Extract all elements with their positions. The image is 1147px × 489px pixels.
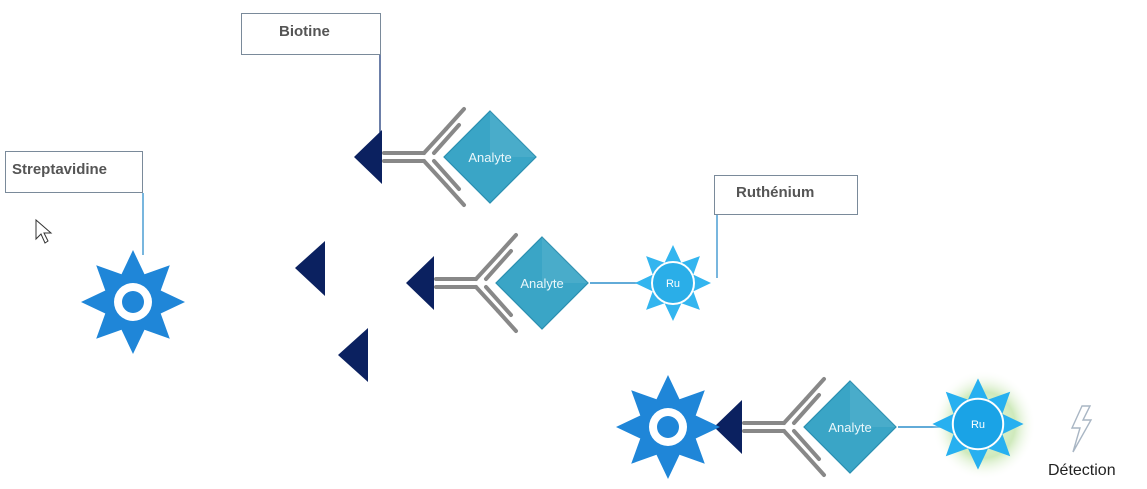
streptavidin-core — [657, 416, 679, 438]
antibody — [742, 377, 826, 477]
biotin-triangle — [354, 130, 382, 184]
ruthenium-label-mid: Ru — [635, 245, 711, 321]
analyte-text: Analyte — [828, 420, 871, 435]
antibody — [382, 107, 466, 207]
biotine-label: Biotine — [279, 23, 330, 40]
callout-lines — [142, 55, 718, 278]
analyte-text: Analyte — [520, 276, 563, 291]
antibody — [434, 233, 518, 333]
cursor-icon — [35, 218, 53, 244]
streptavidin-core — [122, 291, 144, 313]
ruthenium-text: Ru — [666, 278, 680, 290]
analyte-diamond — [803, 380, 897, 474]
ruthenium-core — [951, 397, 1005, 451]
analyte-diamond — [443, 110, 537, 204]
ruthenium-label: Ruthénium — [736, 184, 815, 201]
detection-label: Détection — [1048, 462, 1116, 479]
streptavidine-label: Streptavidine — [12, 161, 108, 178]
biotin-triangle — [406, 256, 434, 310]
streptavidine-bound — [616, 375, 720, 479]
complex-mid: Analyte — [406, 233, 589, 333]
biotin-free-2 — [338, 328, 368, 382]
analyte-text: Analyte — [468, 150, 511, 165]
complex-bottom: Analyte — [714, 377, 897, 477]
biotine-callout: Biotine — [241, 13, 381, 55]
biotin-free-1 — [295, 241, 325, 296]
ruthenium-core — [651, 261, 695, 305]
ruthenium-label-bottom: Ru — [932, 378, 1024, 470]
ruthenium-callout: Ruthénium — [714, 175, 858, 215]
ruthenium-text: Ru — [971, 419, 985, 431]
analyte-diamond — [495, 236, 589, 330]
complex-top: Analyte — [354, 107, 537, 207]
streptavidine-bead — [81, 250, 185, 354]
streptavidine-callout: Streptavidine — [5, 151, 143, 193]
lightning-icon — [1070, 405, 1093, 453]
biotin-triangle — [714, 400, 742, 454]
